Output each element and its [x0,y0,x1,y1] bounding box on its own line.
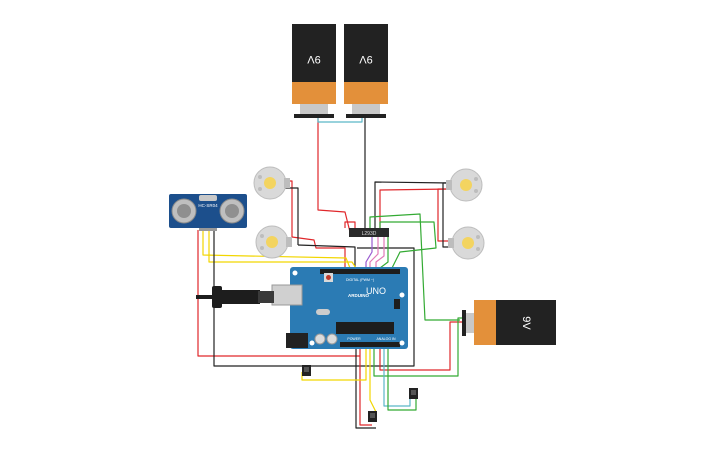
wire-red-bottom [359,345,372,426]
sensor-label: HC-SR04 [198,203,218,208]
power-jack [286,333,308,348]
wire-green-driver-2 [379,236,389,269]
battery-top-left[interactable]: 9V [292,24,336,118]
wire-green-right-battery [373,317,462,377]
wire-pink-1 [369,236,379,268]
battery-right[interactable]: 9V [462,300,556,345]
wire-black-right-motor-top [374,181,451,228]
wire-red-right-motor-top [379,188,451,228]
motor-driver-ic[interactable]: L293D [349,228,389,237]
wire-yellow-bottom-2 [369,345,377,413]
wire-red-sensor [197,230,360,357]
battery-label: 9V [520,316,532,330]
small-sensor-left[interactable] [302,365,311,376]
battery-label: 9V [359,53,373,65]
wire-teal-batteries [317,117,363,123]
small-sensor-right[interactable] [409,388,418,399]
wire-green-driver-3 [379,221,437,269]
motor-right-bottom[interactable] [448,226,485,260]
ultrasonic-sensor[interactable]: HC-SR04 [169,194,247,231]
usb-port [271,284,303,306]
wire-yellow-sensor-2 [208,230,357,269]
wire-red-left-motor-bottom [291,236,346,268]
wire-black-bottom [355,345,376,429]
digital-header [320,269,400,274]
battery-top-right[interactable]: 9V [344,24,388,118]
wire-red-right-motors-link [437,188,452,242]
wire-red-right-battery [379,321,462,371]
arduino-brand: ARDUINO [348,293,369,298]
driver-label: L293D [362,231,377,237]
wire-black-right-motors-link [442,182,452,248]
wire-red-driver-3 [344,221,356,228]
wire-black-sensor [213,230,415,367]
wire-green-bottom [387,345,417,411]
wire-green-driver-1 [369,213,460,321]
power-label: POWER [347,337,361,341]
digital-label: DIGITAL (PWM ~) [346,278,374,282]
wire-red-battery1 [317,117,351,233]
wire-purple-1 [365,236,373,268]
power-header [340,342,400,347]
motor-right-top[interactable] [446,168,483,202]
wire-teal-bottom [383,345,411,407]
battery-label: 9V [307,53,321,65]
motor-left-bottom[interactable] [255,225,292,259]
arduino-model: UNO [366,286,386,296]
arduino-uno[interactable]: ARDUINO UNO DIGITAL (PWM ~) POWER ANALOG… [271,267,408,349]
usb-cable [196,286,274,308]
analog-label: ANALOG IN [376,337,396,341]
microcontroller-chip [336,322,394,334]
motor-left-top[interactable] [253,166,290,200]
wires [197,117,462,429]
wire-pink-2 [375,236,385,268]
wire-black-left-motor-bottom [297,244,356,268]
small-sensor-middle[interactable] [368,411,377,422]
